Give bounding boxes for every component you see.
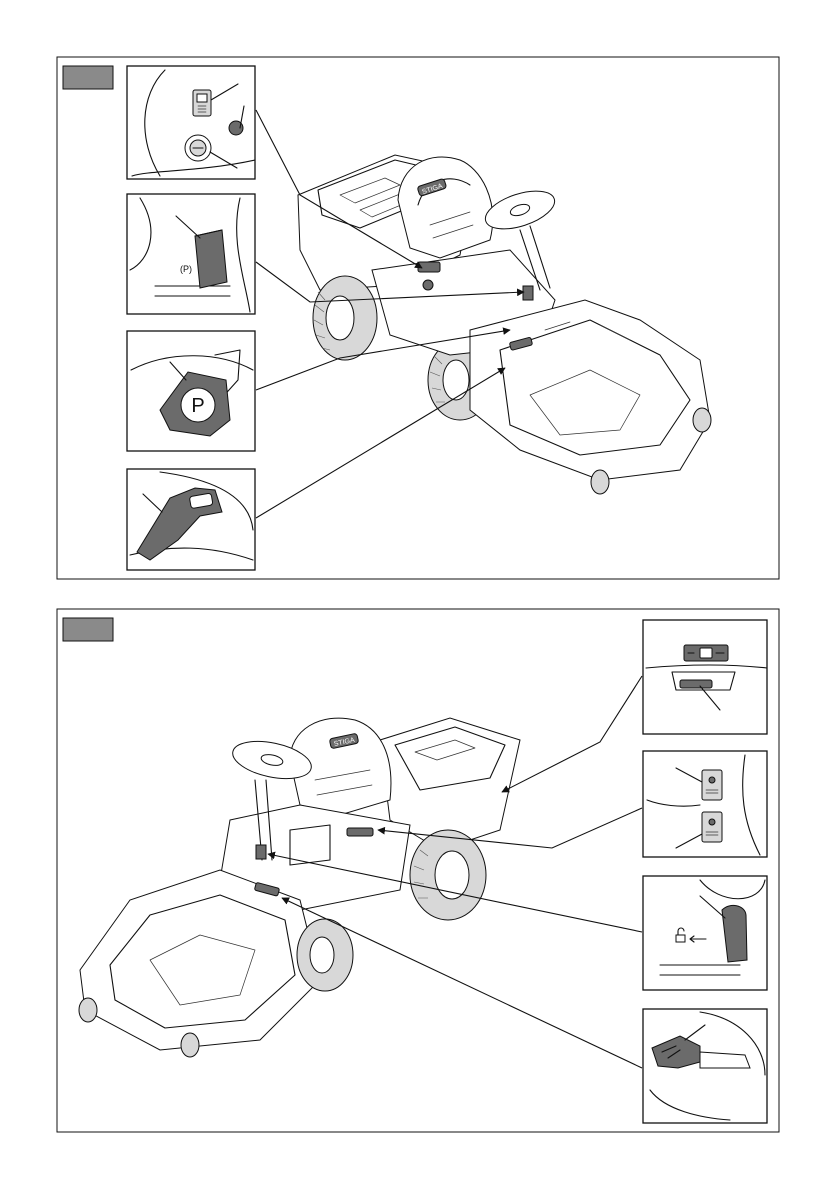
inset-parking-button: P <box>127 331 255 451</box>
inset-display-panel <box>643 620 767 734</box>
lever-handle-icon <box>195 230 227 288</box>
mode-switch-icon <box>680 680 712 688</box>
switch-bottom-icon <box>702 812 722 842</box>
inset-control-switches <box>643 751 767 857</box>
inset-brake-pedal <box>127 469 255 570</box>
parking-letter: P <box>191 395 204 417</box>
inset-switch-panel <box>127 66 255 179</box>
unlock-icon <box>676 935 685 942</box>
inset-lever-lock <box>643 876 767 990</box>
inset-drive-pedal <box>643 1009 767 1123</box>
switch-top-icon <box>702 770 722 800</box>
parking-symbol-label: (P) <box>180 264 192 274</box>
figure-upper-number-tag <box>63 66 113 89</box>
figure-lower-number-tag <box>63 618 113 641</box>
figure-upper: (P) P <box>57 57 779 579</box>
inset-lever: (P) <box>127 194 255 314</box>
figure-lower: STIGA <box>57 609 779 1132</box>
